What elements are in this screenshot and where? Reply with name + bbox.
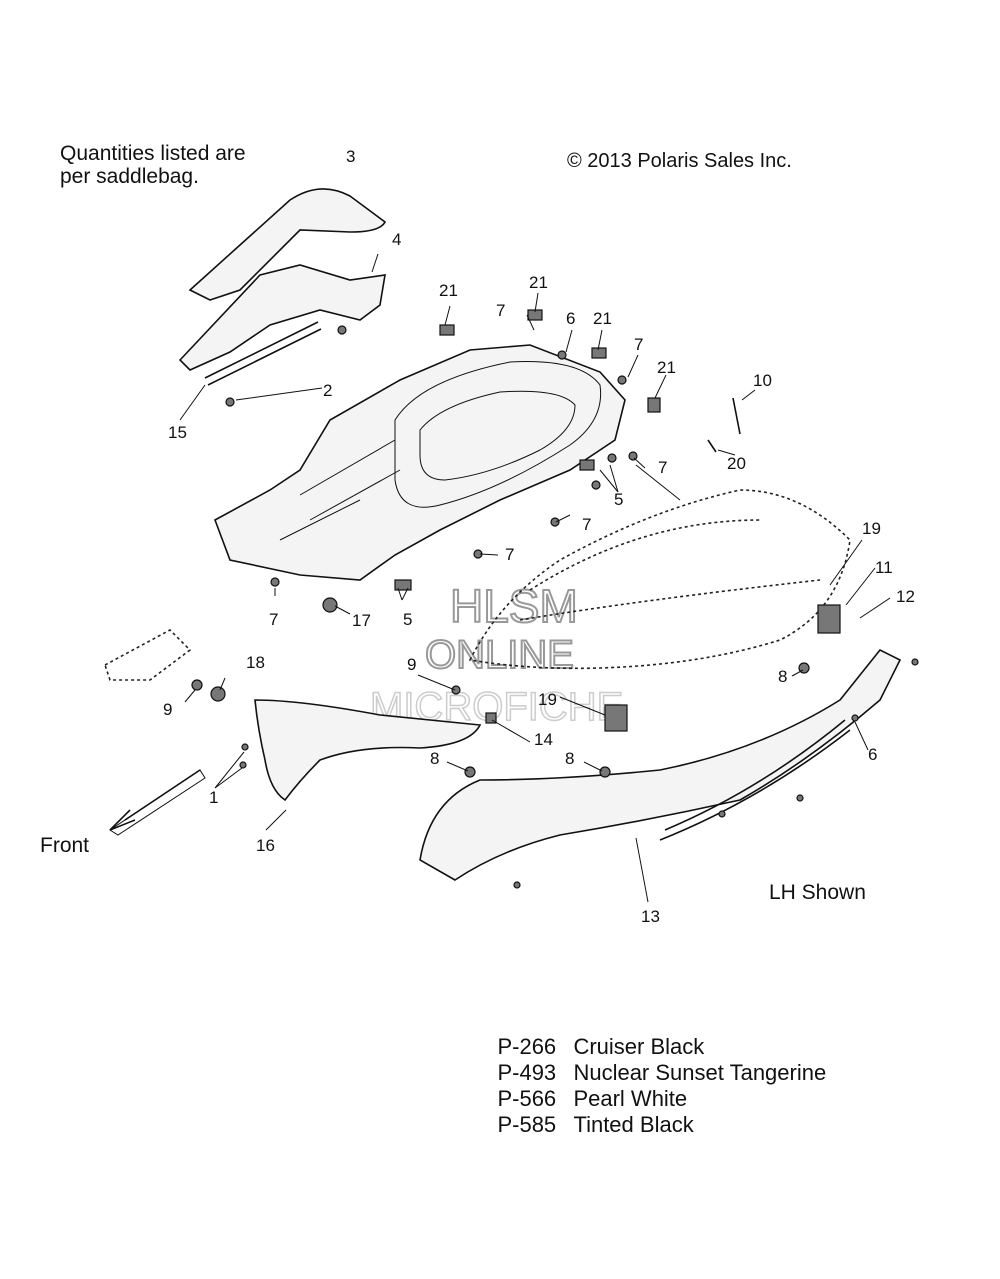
callout-7f: 7 — [269, 610, 279, 629]
callout-3: 3 — [346, 147, 356, 166]
callout-8b: 8 — [430, 749, 440, 768]
part-15-strip — [204, 321, 322, 386]
paint-name: Nuclear Sunset Tangerine — [573, 1060, 827, 1085]
callout-9b: 9 — [163, 700, 173, 719]
paint-code-row: P-566 Pearl White — [473, 1060, 826, 1111]
callout-6a: 6 — [566, 309, 576, 328]
callout-7a: 7 — [496, 301, 506, 320]
callout-7c: 7 — [658, 458, 668, 477]
svg-text:ONLINE: ONLINE — [425, 633, 574, 677]
leader-lines — [179, 253, 891, 903]
part-13-lower-trim — [419, 648, 902, 881]
paint-name: Tinted Black — [573, 1112, 694, 1137]
callout-21a: 21 — [439, 281, 458, 300]
paint-code-row: P-585 Tinted Black — [473, 1086, 826, 1137]
part-4-lid-inner — [178, 264, 386, 371]
quantity-note-line1: Quantities listed are — [60, 142, 246, 165]
callout-14: 14 — [534, 730, 553, 749]
callout-6b: 6 — [868, 745, 878, 764]
paint-code: P-493 — [497, 1060, 557, 1085]
callout-7e: 7 — [505, 545, 515, 564]
callout-5a: 5 — [614, 490, 624, 509]
callout-21d: 21 — [657, 358, 676, 377]
part-6-side-trim — [659, 719, 851, 841]
paint-code: P-266 — [497, 1034, 557, 1059]
quantity-note-line2: per saddlebag. — [60, 165, 199, 188]
callout-2: 2 — [323, 381, 333, 400]
view-label: LH Shown — [769, 881, 866, 904]
callout-19a: 19 — [862, 519, 881, 538]
callout-17: 17 — [352, 611, 371, 630]
callout-4: 4 — [392, 230, 402, 249]
callout-13: 13 — [641, 907, 660, 926]
callout-21c: 21 — [593, 309, 612, 328]
paint-name: Cruiser Black — [573, 1034, 705, 1059]
outline-cover — [468, 489, 851, 670]
part-3-lid-cover — [188, 188, 387, 301]
callout-7d: 7 — [582, 515, 592, 534]
saddlebag-body — [214, 344, 626, 581]
paint-code: P-585 — [497, 1112, 557, 1137]
callout-7b: 7 — [634, 335, 644, 354]
callout-21b: 21 — [529, 273, 548, 292]
callout-19b: 19 — [538, 690, 557, 709]
paint-code: P-566 — [497, 1086, 557, 1111]
front-label: Front — [40, 834, 90, 857]
paint-code-list: P-266 Cruiser Black P-493 Nuclear Sunset T… — [473, 1008, 826, 1137]
callout-15: 15 — [168, 423, 187, 442]
callout-16: 16 — [256, 836, 275, 855]
quantity-note: Quantities listed are per saddlebag. — [60, 142, 246, 188]
part-16-front-trim — [254, 699, 482, 802]
callout-20: 20 — [727, 454, 746, 473]
callout-18: 18 — [246, 653, 265, 672]
callout-10: 10 — [753, 371, 772, 390]
paint-name: Pearl White — [573, 1086, 688, 1111]
callout-11: 11 — [875, 558, 893, 577]
bracket-part — [104, 629, 192, 681]
callout-8c: 8 — [565, 749, 575, 768]
paint-code-row: P-266 Cruiser Black — [473, 1008, 826, 1059]
svg-text:HLSM: HLSM — [450, 580, 578, 632]
callout-5b: 5 — [403, 610, 413, 629]
copyright-text: © 2013 Polaris Sales Inc. — [567, 150, 792, 172]
watermark-graphic: HLSM ONLINE MICROFICHE — [369, 579, 624, 730]
callout-12: 12 — [896, 587, 915, 606]
paint-code-row: P-493 Nuclear Sunset Tangerine — [473, 1034, 826, 1085]
callout-9a: 9 — [407, 655, 417, 674]
callout-1: 1 — [209, 788, 219, 807]
callout-8a: 8 — [778, 667, 788, 686]
